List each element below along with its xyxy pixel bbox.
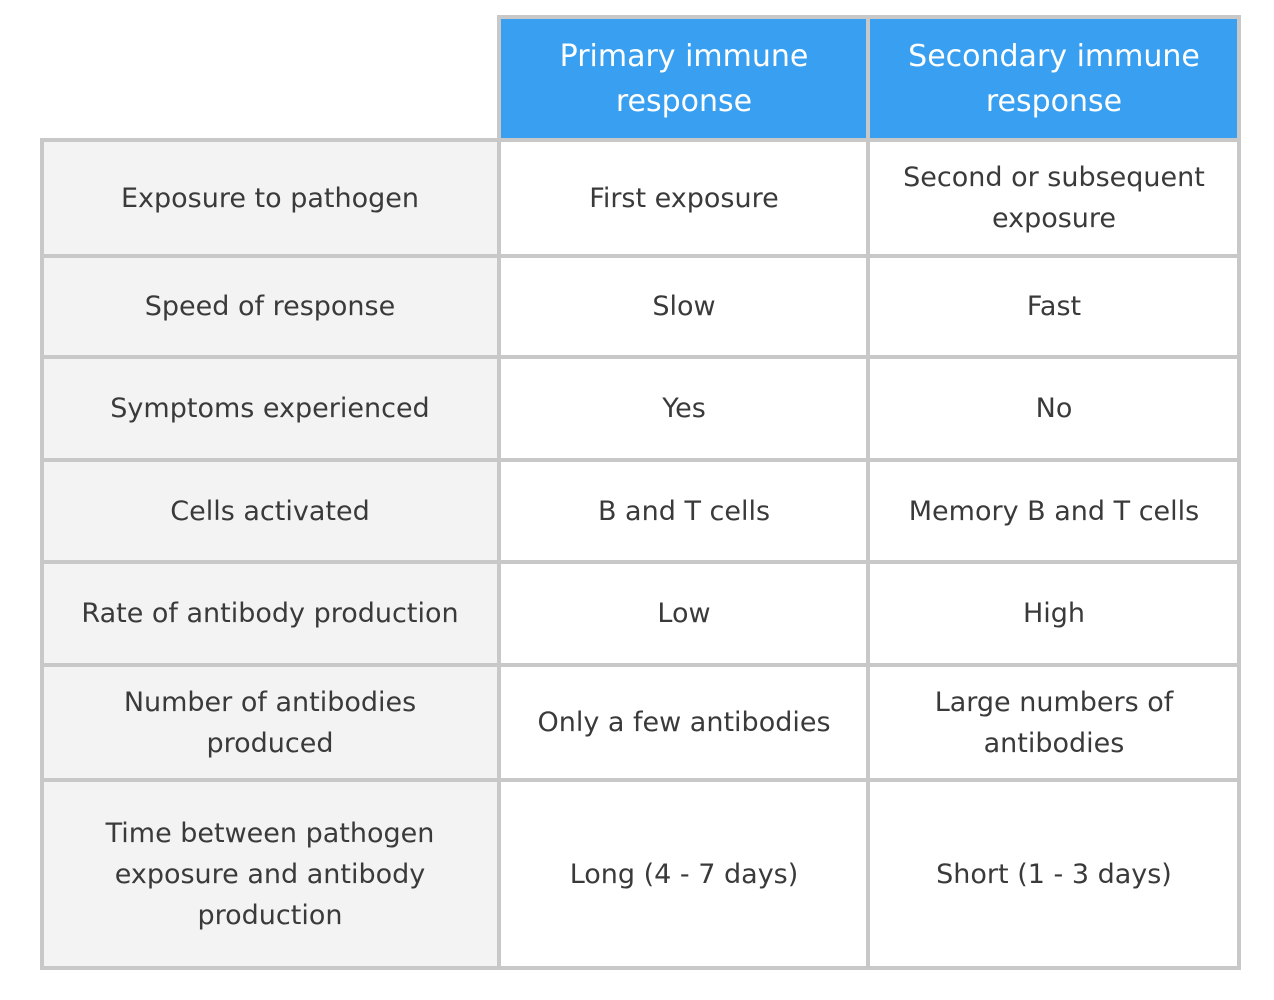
cell-text: Only a few antibodies (537, 707, 831, 738)
row-label-text: Cells activated (170, 495, 370, 527)
cell-text: Large numbers of antibodies (934, 686, 1174, 759)
row-label-time-between: Time between pathogen exposure and antib… (42, 780, 498, 968)
cell-text: Second or subsequent exposure (903, 162, 1205, 234)
cell-secondary-exposure: Second or subsequent exposure (870, 140, 1238, 256)
cell-primary-rate-antibody: Low (500, 562, 868, 665)
border-between-headers (866, 15, 870, 143)
cell-text: Slow (652, 291, 716, 322)
cell-text: B and T cells (597, 495, 771, 527)
border-v-left (40, 138, 44, 970)
cell-text: Low (657, 598, 711, 629)
cell-text: No (1035, 393, 1073, 424)
row-label-symptoms: Symptoms experienced (42, 357, 498, 460)
border-h-1 (40, 254, 1241, 258)
row-label-rate-antibody: Rate of antibody production (42, 562, 498, 665)
row-label-text: Exposure to pathogen (120, 182, 420, 214)
cell-secondary-speed: Fast (870, 256, 1238, 357)
border-h-0 (40, 138, 1241, 142)
row-label-text: Rate of antibody production (81, 598, 459, 629)
border-h-3 (40, 458, 1241, 462)
border-v-label (497, 138, 501, 970)
header-primary-immune-response: Primary immune response (500, 18, 868, 140)
border-h-4 (40, 560, 1241, 564)
cell-primary-symptoms: Yes (500, 357, 868, 460)
header-secondary-immune-response: Secondary immune response (870, 18, 1238, 140)
border-right-header (1237, 15, 1241, 143)
row-label-text: Time between pathogen exposure and antib… (105, 817, 435, 931)
cell-text: Memory B and T cells (908, 495, 1200, 527)
row-label-text: Number of antibodies produced (123, 686, 417, 759)
border-h-bottom (40, 966, 1241, 970)
cell-secondary-cells-activated: Memory B and T cells (870, 460, 1238, 562)
border-h-6 (40, 778, 1241, 782)
border-h-5 (40, 663, 1241, 667)
cell-primary-speed: Slow (500, 256, 868, 357)
cell-secondary-time-between: Short (1 - 3 days) (870, 780, 1238, 968)
cell-text: High (1022, 598, 1086, 629)
header-secondary-label: Secondary immune response (908, 39, 1200, 119)
row-label-text: Speed of response (144, 291, 396, 322)
border-h-2 (40, 355, 1241, 359)
row-label-text: Symptoms experienced (110, 393, 430, 424)
cell-text: Fast (1026, 291, 1082, 322)
cell-secondary-rate-antibody: High (870, 562, 1238, 665)
cell-primary-exposure: First exposure (500, 140, 868, 256)
cell-text: Short (1 - 3 days) (936, 858, 1172, 890)
cell-primary-time-between: Long (4 - 7 days) (500, 780, 868, 968)
header-primary-label: Primary immune response (559, 39, 809, 119)
cell-primary-number-antibodies: Only a few antibodies (500, 665, 868, 780)
border-v-middle (866, 138, 870, 970)
border-v-right (1237, 138, 1241, 970)
row-label-number-antibodies: Number of antibodies produced (42, 665, 498, 780)
cell-text: First exposure (589, 182, 779, 214)
cell-secondary-number-antibodies: Large numbers of antibodies (870, 665, 1238, 780)
cell-text: Yes (662, 393, 706, 424)
cell-primary-cells-activated: B and T cells (500, 460, 868, 562)
row-label-speed: Speed of response (42, 256, 498, 357)
cell-text: Long (4 - 7 days) (569, 858, 799, 890)
cell-secondary-symptoms: No (870, 357, 1238, 460)
border-left-header (497, 15, 501, 143)
row-label-exposure: Exposure to pathogen (42, 140, 498, 256)
row-label-cells-activated: Cells activated (42, 460, 498, 562)
